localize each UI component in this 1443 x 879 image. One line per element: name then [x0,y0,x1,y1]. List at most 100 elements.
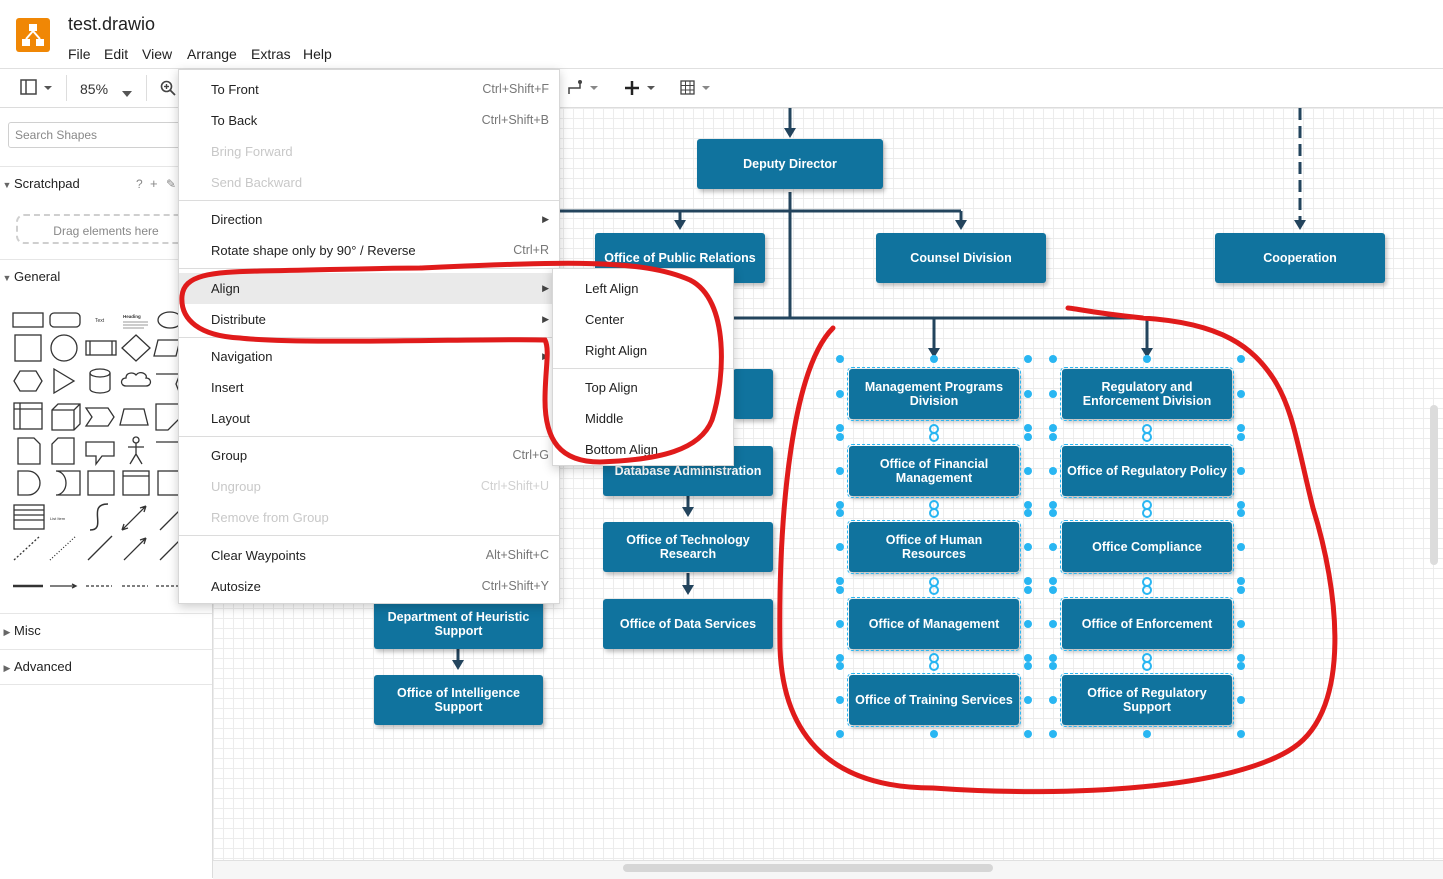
menu-edit[interactable]: Edit [104,46,129,62]
diamond-shape-icon[interactable] [121,334,151,362]
line-icon[interactable] [87,535,113,561]
note-shape-icon[interactable] [17,437,41,465]
curve-shape-icon[interactable] [89,503,109,531]
node-office-compliance[interactable]: Office Compliance [1060,520,1234,574]
process-shape-icon[interactable] [85,340,117,356]
swimlane-shape-icon[interactable] [122,470,150,496]
advanced-header[interactable]: ▶Advanced [0,649,212,685]
node-data-services[interactable]: Office of Data Services [603,599,773,649]
card-shape-icon[interactable] [51,437,75,465]
vertical-scroll-thumb[interactable] [1430,405,1438,565]
square-shape-icon[interactable] [14,334,42,362]
dotted-line-icon[interactable] [49,535,77,561]
node-counsel-division[interactable]: Counsel Division [876,233,1046,283]
delay-shape-icon[interactable] [17,470,41,496]
directional-connector-icon[interactable] [123,537,147,561]
node-regulatory-enforcement[interactable]: Regulatory and Enforcement Division [1060,367,1234,421]
selection-handles[interactable] [213,108,1443,860]
node-regulatory-policy[interactable]: Office of Regulatory Policy [1060,444,1234,498]
menu-item-center[interactable]: Center [553,304,733,335]
bidirectional-arrow-icon[interactable] [121,505,147,531]
node-partial-hidden[interactable] [733,369,773,419]
help-icon[interactable]: ? [136,177,143,191]
node-cooperation[interactable]: Cooperation [1215,233,1385,283]
node-management-programs[interactable]: Management Programs Division [847,367,1021,421]
horizontal-scrollbar[interactable] [213,860,1443,879]
general-header[interactable]: ▼General [0,259,212,294]
waypoint-icon[interactable] [566,79,600,102]
list-item-shape-icon[interactable]: List Item [50,516,66,521]
menu-file[interactable]: File [68,46,91,62]
menu-item-bottom-align[interactable]: Bottom Align [553,434,733,465]
edit-icon[interactable]: ✎ [166,177,177,191]
menu-item-layout[interactable]: Layout [179,403,559,434]
menu-item-right-align[interactable]: Right Align [553,335,733,366]
node-heuristic-support[interactable]: Department of Heuristic Support [374,599,543,649]
arrow-connector-icon[interactable] [50,583,78,589]
step-shape-icon[interactable] [84,407,115,427]
rounded-rectangle-shape-icon[interactable] [49,312,81,328]
menu-item-top-align[interactable]: Top Align [553,372,733,403]
node-intelligence-support[interactable]: Office of Intelligence Support [374,675,543,725]
document-title[interactable]: test.drawio [68,14,156,34]
actor-shape-icon[interactable] [128,443,144,465]
misc-header[interactable]: ▶Misc [0,613,212,648]
menu-item-middle[interactable]: Middle [553,403,733,434]
node-office-management[interactable]: Office of Management [847,597,1021,651]
zoom-in-icon[interactable] [160,80,176,101]
internal-storage-shape-icon[interactable] [13,402,43,430]
menu-extras[interactable]: Extras [251,46,291,62]
circle-shape-icon[interactable] [50,334,78,362]
menu-item-left-align[interactable]: Left Align [553,273,733,304]
menu-view[interactable]: View [142,46,173,62]
insert-plus-icon[interactable] [625,79,659,102]
menu-item-direction[interactable]: Direction▶ [179,204,559,235]
parallelogram-shape-icon[interactable] [153,339,181,357]
horizontal-scroll-thumb[interactable] [623,864,993,872]
stored-data-shape-icon[interactable] [55,470,81,496]
cube-shape-icon[interactable] [51,403,81,431]
list-shape-icon[interactable] [13,504,45,530]
menu-item-distribute[interactable]: Distribute▶ [179,304,559,335]
rectangle-shape-icon[interactable] [12,312,44,328]
node-office-enforcement[interactable]: Office of Enforcement [1060,597,1234,651]
add-icon[interactable]: + [150,176,158,191]
scratchpad-drop-zone[interactable]: Drag elements here [16,214,196,244]
node-technology-research[interactable]: Office of Technology Research [603,522,773,572]
arrow-shape-icon[interactable] [159,509,181,531]
hexagon-shape-icon[interactable] [13,370,43,392]
menu-item-navigation[interactable]: Navigation▶ [179,341,559,372]
shape-icon[interactable] [157,470,181,496]
format-panel-toggle-icon[interactable] [20,79,54,102]
trapezoid-shape-icon[interactable] [119,408,149,426]
menu-arrange[interactable]: Arrange [187,46,237,62]
scratchpad-header[interactable]: ▼Scratchpad ? + ✎ [0,166,212,201]
menu-item-insert[interactable]: Insert [179,372,559,403]
menu-item-align[interactable]: Align▶ [179,273,559,304]
cylinder-shape-icon[interactable] [89,373,111,394]
node-regulatory-support[interactable]: Office of Regulatory Support [1060,673,1234,727]
tape-shape-icon[interactable] [155,403,181,431]
connector-icon[interactable] [159,539,181,561]
zoom-level[interactable]: 85% [80,81,109,97]
node-financial-management[interactable]: Office of Financial Management [847,444,1021,498]
dashed-line-icon[interactable] [13,535,41,561]
heading-shape-icon[interactable]: Heading [123,314,141,319]
text-shape-icon[interactable]: Text [95,318,105,324]
cloud-shape-icon[interactable] [120,372,152,387]
table-icon[interactable] [680,79,714,102]
menu-help[interactable]: Help [303,46,332,62]
node-training-services[interactable]: Office of Training Services [847,673,1021,727]
ellipse-shape-icon[interactable] [157,311,183,329]
callout-shape-icon[interactable] [85,441,115,466]
node-deputy-director[interactable]: Deputy Director [697,139,883,189]
node-human-resources[interactable]: Office of Human Resources [847,520,1021,574]
triangle-shape-icon[interactable] [53,367,76,395]
search-shapes-input[interactable]: Search Shapes [8,122,208,148]
